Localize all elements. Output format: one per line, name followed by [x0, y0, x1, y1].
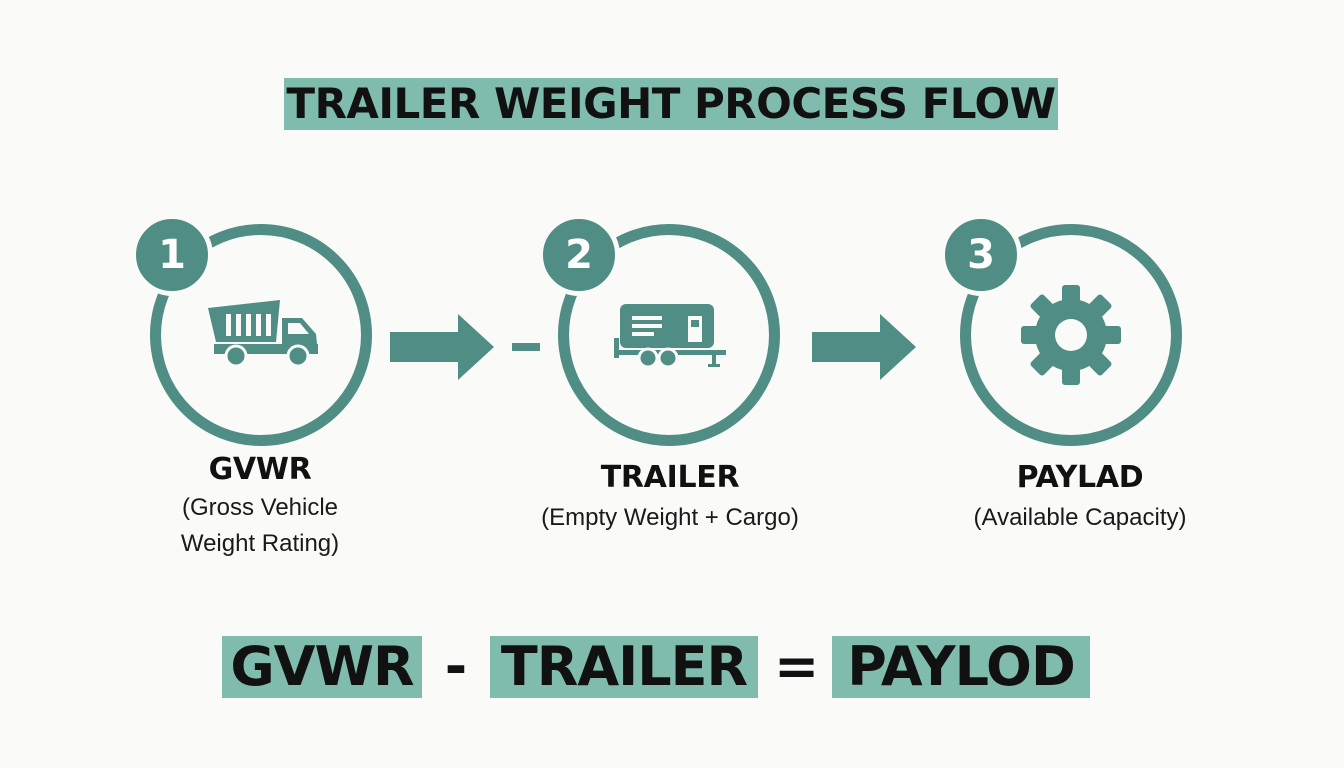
step-2-number-badge: 2	[538, 214, 620, 296]
step-1-circle	[150, 224, 372, 446]
step-3-number-badge: 3	[940, 214, 1022, 296]
equation-equals-operator: =	[774, 635, 820, 698]
equation-minus-operator: -	[444, 635, 468, 698]
equation-term-trailer: TRAILER	[490, 636, 758, 698]
page-title: TRAILER WEIGHT PROCESS FLOW	[284, 78, 1058, 130]
step-3-description-line1: (Available Capacity)	[973, 504, 1187, 531]
dump-truck-icon	[208, 300, 318, 368]
step-3-label: PAYLAD	[1016, 460, 1144, 495]
step-2-label: TRAILER	[600, 460, 740, 495]
step-1-label: GVWR	[208, 452, 312, 487]
step-1-description-line1: (Gross Vehicle	[181, 494, 339, 521]
minus-sign	[512, 343, 540, 351]
gear-icon	[1021, 285, 1121, 385]
arrow-right-icon	[812, 314, 916, 380]
step-1-description-line2: Weight Rating)	[180, 530, 340, 557]
step-2-description-line1: (Empty Weight + Cargo)	[541, 504, 799, 531]
arrow-right-icon	[390, 314, 494, 380]
step-2-circle	[558, 224, 780, 446]
equation-term-gvwr: GVWR	[222, 636, 422, 698]
equation-result-payload: PAYLOD	[832, 636, 1090, 698]
step-3-circle	[960, 224, 1182, 446]
step-1-number-badge: 1	[131, 214, 213, 296]
trailer-icon	[614, 304, 726, 369]
